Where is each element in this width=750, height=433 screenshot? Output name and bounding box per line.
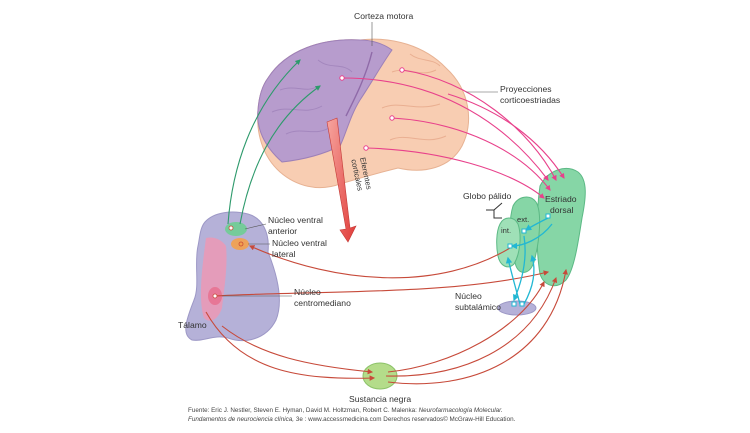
dorsal-striatum: [536, 168, 586, 287]
source-line1-prefix: Fuente: Eric J. Nestler, Steven E. Hyman…: [188, 407, 417, 414]
motor-cortex-label: Corteza motora: [354, 11, 413, 21]
corticostriatal-label-line1: Proyecciones: [500, 84, 552, 94]
cortical-efferents-arrow: [326, 117, 357, 243]
gp-external-label: ext.: [517, 215, 529, 224]
vl-nucleus-label-line1: Núcleo ventral: [272, 238, 327, 248]
globus-pallidus-bracket: [486, 202, 503, 219]
source-line2-rest: 3e : www.accessmedicina.com Derechos res…: [296, 415, 516, 423]
circuit-nodes: [507, 213, 551, 307]
source-caption-line1: Fuente: Eric J. Nestler, Steven E. Hyman…: [188, 407, 503, 414]
thalamocortical-projections: [227, 59, 321, 225]
gp-internal-label: int.: [501, 226, 511, 235]
pallido-thalamic-and-nigral-pathways: [205, 245, 568, 385]
vl-nucleus-label-line2: lateral: [272, 249, 295, 259]
va-nucleus: [225, 222, 247, 236]
internal-circuit: [505, 217, 553, 305]
va-nucleus-label-line1: Núcleo ventral: [268, 215, 323, 225]
thalamus-dots: [212, 225, 244, 299]
source-caption-line2: Fundamentos de neurociencia clínica, 3e …: [188, 415, 516, 423]
globus-pallidus-label: Globo pálido: [463, 191, 511, 201]
cm-nucleus-label-line1: Núcleo: [294, 287, 321, 297]
globus-pallidus-internal: [496, 217, 521, 268]
basal-ganglia: [496, 168, 586, 316]
dorsal-striatum-label-line1: Estriado: [545, 194, 577, 204]
central-sulcus: [345, 51, 373, 117]
dorsal-striatum-label-line2: dorsal: [550, 205, 573, 215]
corticostriatal-projections: [341, 69, 565, 199]
subthalamic-label-line2: subtalámico: [455, 302, 501, 312]
source-line2-italic: Fundamentos de neurociencia clínica,: [188, 416, 294, 423]
motor-cortex-region: [257, 39, 393, 163]
gyri-lines-front: [381, 53, 447, 141]
brain: [257, 38, 469, 189]
cortex-origin-dots: [339, 67, 405, 151]
label-leaders: [222, 22, 498, 297]
subthalamic-label-line1: Núcleo: [455, 291, 482, 301]
cm-nucleus-label-line2: centromediano: [294, 298, 351, 308]
corticostriatal-label-line2: corticoestriadas: [500, 95, 560, 105]
thalamus-label: Tálamo: [178, 320, 207, 330]
va-nucleus-label-line2: anterior: [268, 226, 297, 236]
substantia-nigra-label: Sustancia negra: [349, 394, 411, 404]
source-line1-italic: Neurofarmacología Molecular.: [419, 407, 503, 414]
